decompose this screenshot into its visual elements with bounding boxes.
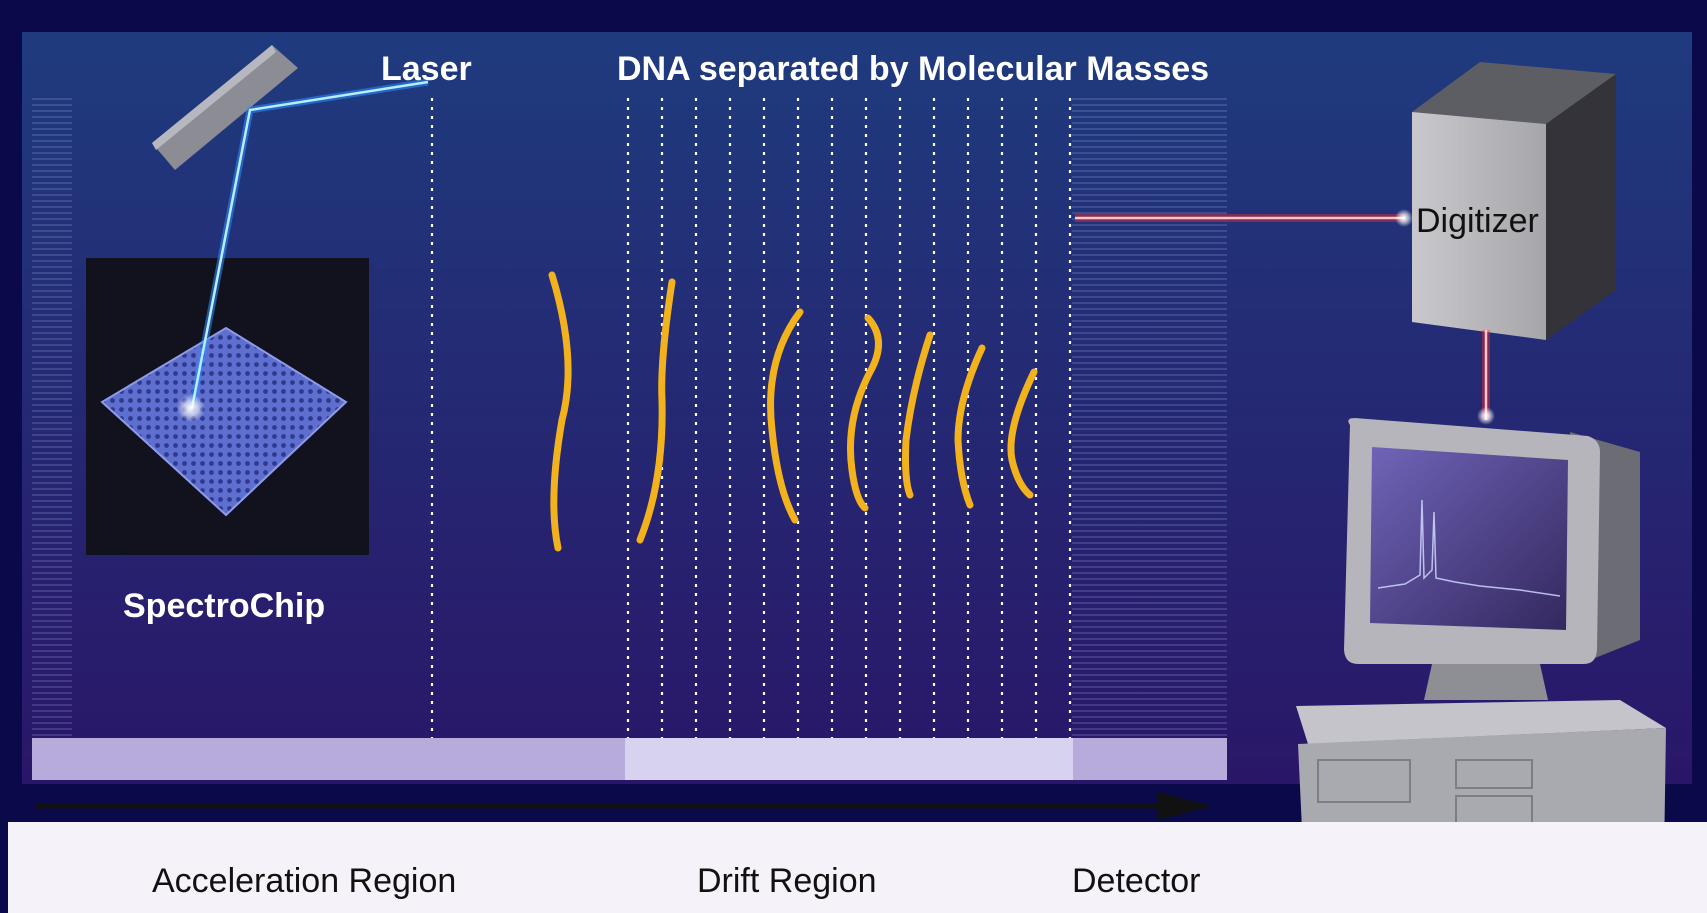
dna-strand [548,271,572,552]
spectrochip [100,326,348,517]
acceleration-grid [32,98,72,738]
drive-bay [1455,759,1533,789]
label-strip [0,822,1707,913]
dna-strand [636,278,676,544]
computer [1296,418,1666,872]
digitizer-top [1412,62,1616,124]
monitor-screen [1370,447,1568,630]
drive-bay [1317,759,1411,803]
laser-spot [177,394,205,422]
dna-strand [767,308,804,524]
dna-strand [902,331,934,499]
digitizer-box [1412,112,1546,340]
screen-spectrum [1377,499,1561,597]
dna-strand [954,344,986,509]
detector-plate [1072,98,1227,738]
laser-label: Laser [381,50,472,88]
drift-region-label: Drift Region [697,862,877,900]
frame-left [0,784,8,913]
drift-grid-lines [430,98,1072,738]
arrowhead [1158,792,1212,820]
dna-strand [1007,368,1038,499]
mirror [152,45,298,170]
dna-strand [847,314,882,512]
spectrochip-label: SpectroChip [123,587,325,625]
monitor-stand [1424,664,1548,700]
digitizer-label: Digitizer [1416,202,1539,240]
base-top [1296,700,1666,744]
detector-label: Detector [1072,862,1201,900]
dna-strands [548,271,1038,552]
dna-label: DNA separated by Molecular Masses [617,50,1209,88]
acceleration-region-label: Acceleration Region [152,862,456,900]
digitizer-side [1546,74,1616,340]
